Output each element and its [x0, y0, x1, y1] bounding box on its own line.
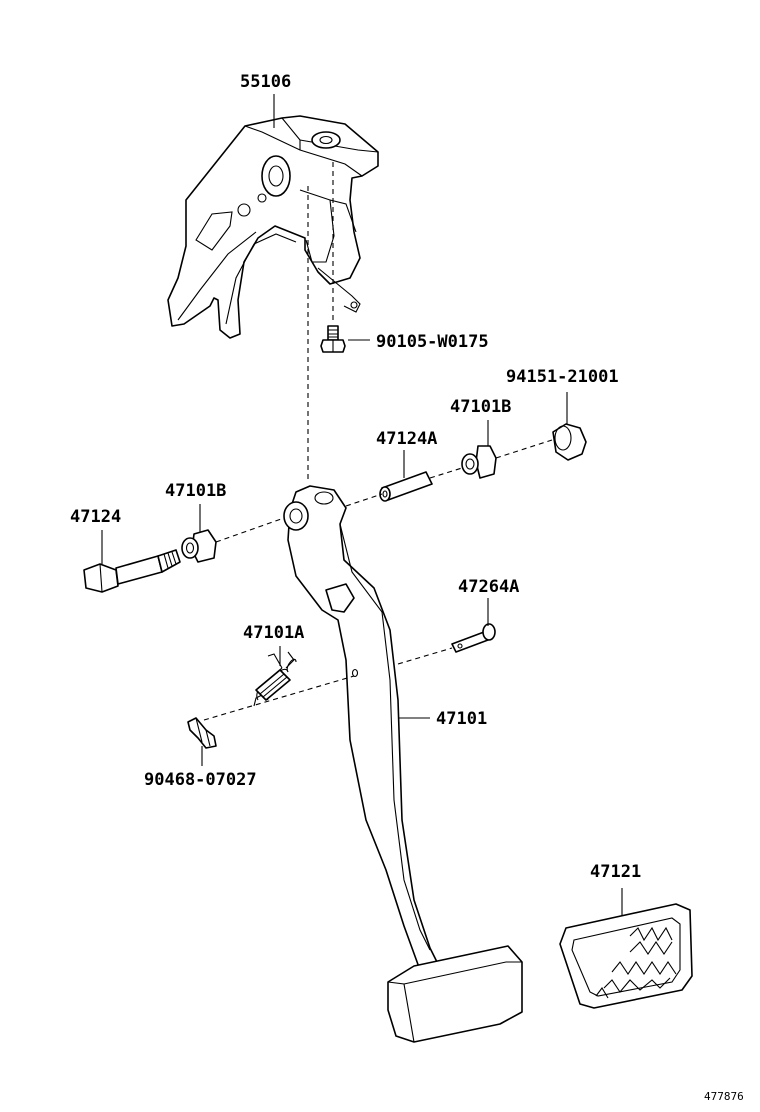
bushing-right: [461, 445, 497, 479]
bushing-left: [181, 529, 217, 563]
label-bracket: 55106: [240, 72, 291, 92]
bracket-bolt: [320, 325, 346, 353]
pivot-collar: [379, 471, 433, 502]
figure-id: 477876: [704, 1090, 744, 1103]
leader-lines: [101, 94, 623, 916]
label-bracket-bolt: 90105-W0175: [376, 332, 489, 352]
pedal-bracket: [167, 115, 379, 339]
label-return-spring: 47101A: [243, 623, 304, 643]
label-bushing-right: 47101B: [450, 397, 511, 417]
label-pedal-pad-cover: 47121: [590, 862, 641, 882]
retaining-clip: [187, 717, 217, 749]
label-retaining-clip: 90468-07027: [144, 770, 257, 790]
pedal-arm: [283, 485, 523, 1043]
lock-nut: [552, 423, 587, 461]
label-clevis-pin: 47264A: [458, 577, 519, 597]
label-pivot-collar: 47124A: [376, 429, 437, 449]
pedal-pad-cover: [559, 903, 693, 1009]
label-pedal-arm: 47101: [436, 709, 487, 729]
label-lock-nut: 94151-21001: [506, 367, 619, 387]
return-spring: [253, 651, 297, 707]
pivot-bolt: [83, 549, 181, 593]
clevis-pin: [451, 623, 496, 653]
label-pivot-bolt: 47124: [70, 507, 121, 527]
assembly-lines: [203, 162, 553, 721]
label-bushing-left: 47101B: [165, 481, 226, 501]
